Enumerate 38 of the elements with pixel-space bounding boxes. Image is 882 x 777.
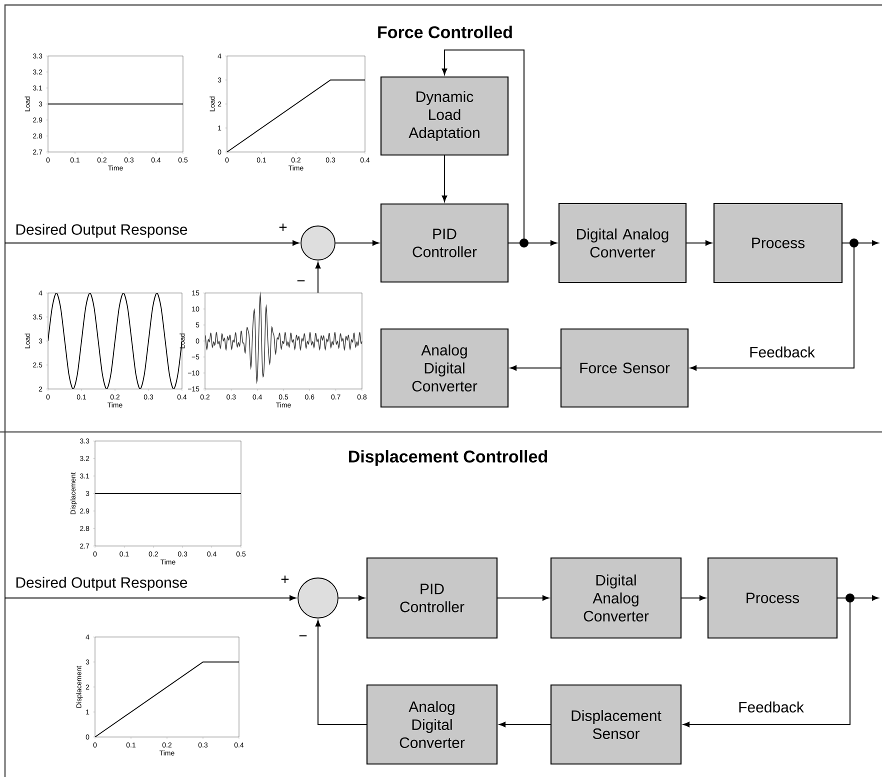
arrow xyxy=(497,595,549,601)
text-label: + xyxy=(281,576,289,583)
arrow xyxy=(338,595,365,601)
text-label: − xyxy=(297,280,305,282)
text-label: Displacement Controlled xyxy=(349,450,547,466)
arrow xyxy=(334,240,379,246)
text-label: − xyxy=(299,635,307,636)
arrow xyxy=(510,365,561,371)
summing-junction xyxy=(298,578,338,618)
arrow xyxy=(4,240,299,246)
process-box: Force Sensor xyxy=(560,328,689,408)
arrow xyxy=(681,595,706,601)
process-box: Digital Analog Converter xyxy=(558,202,687,284)
arrow xyxy=(690,242,854,371)
arrow xyxy=(499,722,551,728)
process-box: Digital Analog Converter xyxy=(550,557,682,639)
process-box: PID Controller xyxy=(366,557,498,639)
process-box: Dynamic Load Adaptation xyxy=(380,76,509,156)
edge-label: Feedback xyxy=(748,346,816,358)
edge-label: Desired Output Response xyxy=(14,222,189,239)
arrow xyxy=(686,240,712,246)
arrow xyxy=(4,595,296,601)
edge-label: Desired Output Response xyxy=(14,576,189,592)
edge-label: Feedback xyxy=(737,700,805,714)
arrow xyxy=(442,50,524,244)
process-box: Displacement Sensor xyxy=(550,684,682,765)
process-box: PID Controller xyxy=(380,203,509,283)
text-label: Force Controlled xyxy=(378,26,512,38)
process-box: Process xyxy=(713,202,843,284)
process-box: Analog Digital Converter xyxy=(366,684,498,765)
text-label: + xyxy=(279,224,287,231)
arrow xyxy=(442,155,448,202)
summing-junction xyxy=(300,226,336,260)
arrow xyxy=(315,620,367,725)
arrow xyxy=(315,262,321,294)
arrow xyxy=(683,598,851,728)
process-box: Analog Digital Converter xyxy=(380,328,509,408)
process-box: Process xyxy=(707,557,838,639)
